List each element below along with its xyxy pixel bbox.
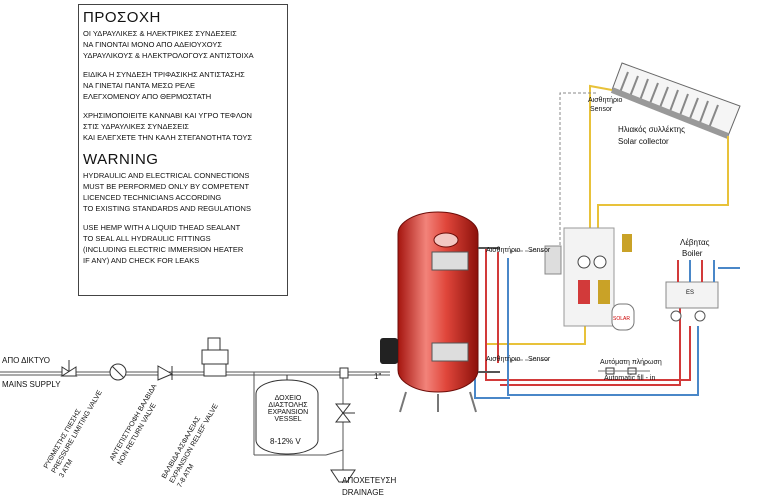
mains-label-gr: ΑΠΟ ΔΙΚΤΥΟ [2, 356, 51, 365]
collector-sensor-label-en: Sensor [590, 106, 613, 113]
mains-label-en: MAINS SUPPLY [2, 380, 61, 389]
english-warning-heading: WARNING [83, 151, 159, 168]
drainage-label-gr: ΑΠΟΧΕΤΕΥΣΗ [342, 476, 397, 485]
warning-box: ΠΡΟΣΟΧΗ ΟΙ ΥΔΡΑΥΛΙΚΕΣ & ΗΛΕΚΤΡΙΚΕΣ ΣΥΝΔΕ… [78, 4, 288, 296]
boiler-manifold [665, 260, 719, 322]
sensor-bottom-label-en: Sensor [528, 356, 551, 363]
sensor-bottom-label-gr: Αισθητήριο [486, 356, 521, 363]
solar-loop-pipes [486, 84, 729, 345]
pressure-limiting-valve [60, 360, 78, 377]
non-return-valve [157, 365, 174, 381]
solar-pump-station [544, 227, 635, 331]
greek-warning-text-1: ΟΙ ΥΔΡΑΥΛΙΚΕΣ & ΗΛΕΚΤΡΙΚΕΣ ΣΥΝΔΕΣΕΙΣ ΝΑ … [83, 29, 254, 60]
collector-label-en: Solar collector [618, 137, 669, 146]
sensor-wires [510, 92, 596, 361]
solar-collector [610, 62, 741, 139]
greek-warning-heading: ΠΡΟΣΟΧΗ [83, 9, 161, 26]
auto-fill-valve [598, 367, 650, 375]
solar-vessel-badge: SOLAR [613, 316, 630, 322]
tank-inlet-valve [339, 367, 349, 379]
cold-water-pipes [474, 258, 740, 399]
drain-valve [334, 403, 355, 423]
boiler-label-gr: Λέβητας [680, 238, 710, 247]
boiler-controller-badge: ES [686, 290, 695, 296]
sensor-top-label-en: Sensor [528, 247, 551, 254]
expansion-relief-valve [201, 337, 229, 377]
inline-filter [109, 363, 127, 381]
pipe-size-label: 1" [374, 372, 382, 381]
greek-warning-text-2: ΕΙΔΙΚΑ Η ΣΥΝΔΕΣΗ ΤΡΙΦΑΣΙΚΗΣ ΑΝΤΙΣΤΑΣΗΣ Ν… [83, 70, 245, 101]
auto-fill-label-en: Automatic fill - in [604, 375, 656, 382]
drainage-label-en: DRAINAGE [342, 488, 384, 497]
english-warning-text-1: HYDRAULIC AND ELECTRICAL CONNECTIONS MUS… [83, 171, 251, 213]
sensor-top-label-gr: Αισθητήριο [486, 247, 521, 254]
greek-warning-text-3: ΧΡΗΣΙΜΟΠΟΙΕΙΤΕ ΚΑΝΝΑΒΙ ΚΑΙ ΥΓΡΟ ΤΕΦΛΟΝ Σ… [83, 111, 253, 142]
drainage-funnel [330, 469, 356, 483]
english-warning-text-2: USE HEMP WITH A LIQUID THEAD SEALANT TO … [83, 223, 244, 265]
expansion-vessel-label: ΔΟΧΕΙΟ ΔΙΑΣΤΟΛΗΣ EXPANSION VESSEL [267, 395, 309, 423]
collector-sensor-label-gr: Αισθητήριο [588, 97, 623, 104]
expansion-vessel-volume: 8-12% V [270, 437, 301, 446]
expansion-vessel [255, 375, 319, 455]
storage-tank [380, 211, 500, 413]
auto-fill-label-gr: Αυτόματη πλήρωση [600, 359, 662, 366]
boiler-label-en: Boiler [682, 249, 703, 258]
collector-label-gr: Ηλιακός συλλέκτης [618, 125, 685, 134]
